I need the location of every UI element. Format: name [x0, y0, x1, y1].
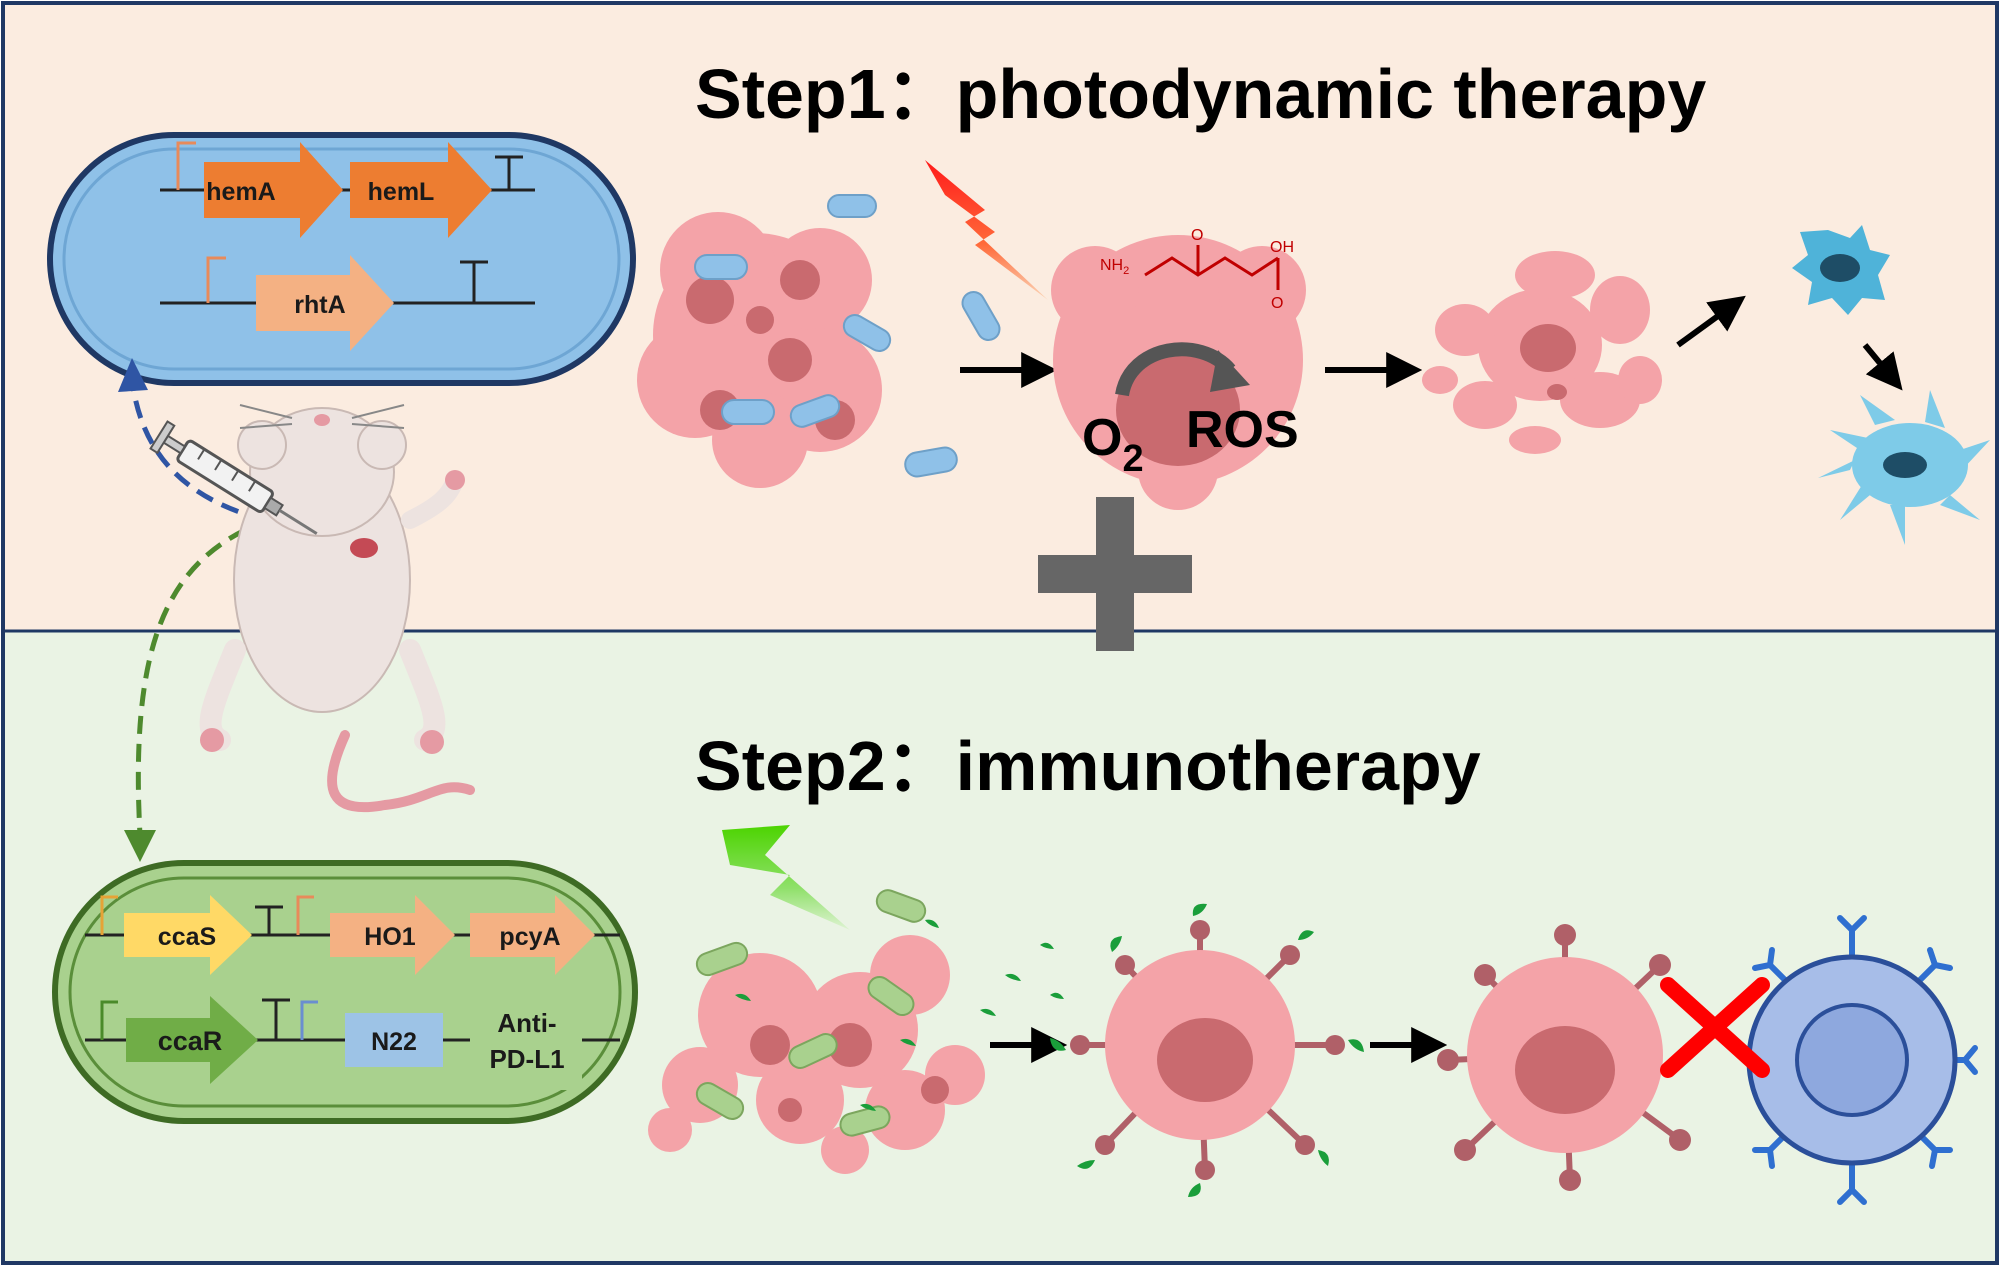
red-light-bolt-icon: [925, 160, 1048, 300]
tumor-cell-tagged-pdl1: [1050, 903, 1364, 1197]
anti-pdl1-label-line1: Anti-: [497, 1008, 556, 1038]
gene-hemL-label: hemL: [368, 178, 435, 206]
green-light-bolt-icon: [722, 825, 850, 930]
dendritic-cell-mature: [1818, 390, 1990, 545]
gene-rhtA-label: rhtA: [294, 291, 345, 319]
dashed-arrow-to-top-bacterium: [129, 379, 266, 523]
anti-pdl1-label-line2: PD-L1: [489, 1044, 564, 1074]
molecule-nh2-label: NH2: [1100, 257, 1129, 277]
molecule-o-label-1: O: [1191, 227, 1203, 244]
ala-molecule: [1144, 245, 1280, 290]
gene-ccaS-label: ccaS: [158, 923, 216, 951]
gene-N22-label: N22: [371, 1028, 417, 1056]
gene-hemA-label: hemA: [206, 178, 275, 206]
gene-ccaR-label: ccaR: [158, 1026, 223, 1056]
arrowhead-green: [124, 830, 156, 862]
bacterium-bottom: ccaS HO1 pcyA ccaR N22 Anti- PD-L1: [52, 860, 638, 1124]
o2-label: O2: [1082, 409, 1144, 480]
arrow-step1-d: [1862, 343, 1903, 391]
molecule-o-label-2: O: [1271, 295, 1283, 312]
bacterium-top: hemA hemL rhtA: [47, 132, 636, 386]
arrow-step1-c: [1676, 295, 1746, 348]
molecule-oh-label: OH: [1270, 239, 1294, 256]
dashed-arrow-to-bottom-bacterium: [135, 527, 247, 836]
tumor-debris-with-bacteria: [648, 889, 1064, 1174]
tumor-cell-pdl1: [1437, 924, 1691, 1191]
arrowhead-blue: [118, 358, 148, 392]
fragmented-tumor: [1422, 251, 1662, 454]
gene-pcyA-label: pcyA: [499, 923, 560, 951]
syringe-icon: [149, 420, 318, 535]
step1-title: Step1：photodynamic therapy: [695, 55, 1706, 133]
step2-title: Step2：immunotherapy: [695, 727, 1481, 805]
ros-label: ROS: [1186, 401, 1299, 459]
dendritic-cell-immature: [1792, 225, 1890, 315]
t-cell: [1746, 915, 1978, 1205]
tumor-mass-with-bacteria: [637, 194, 1001, 488]
block-x-icon: [1660, 977, 1770, 1078]
gene-HO1-label: HO1: [364, 923, 416, 951]
plus-icon: [1038, 497, 1192, 651]
